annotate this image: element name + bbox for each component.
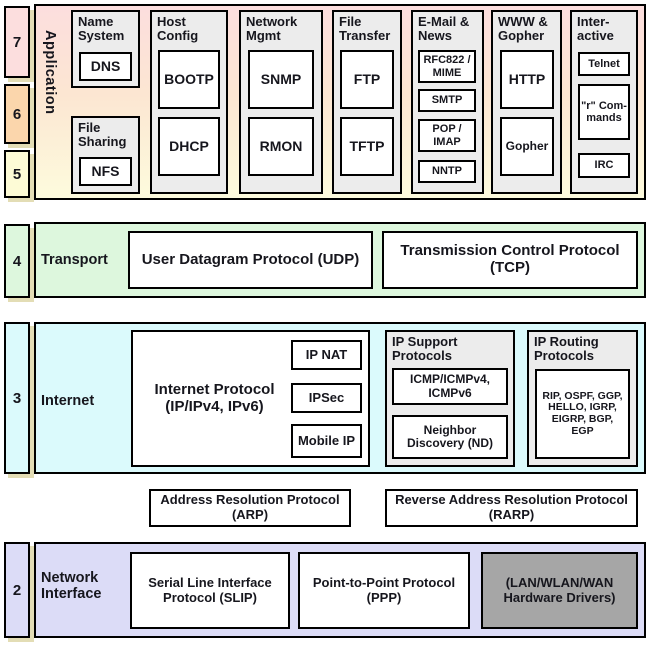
protocol-bootp[interactable]: BOOTP bbox=[158, 50, 220, 109]
protocol-udp[interactable]: User Datagram Protocol (UDP) bbox=[128, 231, 373, 289]
protocol-smtp[interactable]: SMTP bbox=[418, 89, 476, 112]
layer-number-3: 3 bbox=[4, 322, 30, 474]
internet-layer-label: Internet bbox=[41, 393, 95, 409]
group-name-system-title: Name System bbox=[78, 14, 125, 44]
protocol-dns[interactable]: DNS bbox=[79, 52, 132, 81]
protocol-http[interactable]: HTTP bbox=[500, 50, 554, 109]
layer-number-2-label: 2 bbox=[12, 581, 22, 599]
group-file-transfer-title: File Transfer bbox=[339, 14, 391, 44]
protocol-ip-nat[interactable]: IP NAT bbox=[291, 340, 362, 370]
group-www-gopher-title: WWW & Gopher bbox=[498, 14, 548, 44]
application-layer-label: Application bbox=[42, 30, 58, 115]
protocol-ipsec[interactable]: IPSec bbox=[291, 383, 362, 413]
transport-layer-label: Transport bbox=[41, 252, 108, 268]
protocol-r-commands[interactable]: "r" Com-mands bbox=[578, 84, 630, 140]
layer-number-6: 6 bbox=[4, 84, 30, 144]
group-ip-support-protocols-title: IP Support Protocols bbox=[392, 334, 458, 364]
protocol-nfs[interactable]: NFS bbox=[79, 157, 132, 186]
protocol-rmon[interactable]: RMON bbox=[248, 117, 314, 176]
group-file-sharing-title: File Sharing bbox=[78, 120, 127, 150]
group-network-mgmt-title: Network Mgmt bbox=[246, 14, 298, 44]
protocol-nntp[interactable]: NNTP bbox=[418, 160, 476, 183]
protocol-slip[interactable]: Serial Line Interface Protocol (SLIP) bbox=[130, 552, 290, 629]
protocol-irc[interactable]: IRC bbox=[578, 153, 630, 178]
layer-number-6-label: 6 bbox=[12, 105, 22, 123]
protocol-rarp[interactable]: Reverse Address Resolution Protocol (RAR… bbox=[385, 489, 638, 527]
group-interactive-title: Inter-active bbox=[577, 14, 614, 44]
protocol-ppp[interactable]: Point-to-Point Protocol (PPP) bbox=[298, 552, 470, 629]
protocol-gopher[interactable]: Gopher bbox=[500, 117, 554, 176]
layer-number-4: 4 bbox=[4, 224, 30, 298]
group-ip-routing-protocols-title: IP Routing Protocols bbox=[534, 334, 599, 364]
protocol-icmp[interactable]: ICMP/ICMPv4, ICMPv6 bbox=[392, 368, 508, 405]
layer-number-2: 2 bbox=[4, 542, 30, 638]
protocol-routing-list[interactable]: RIP, OSPF, GGP, HELLO, IGRP, EIGRP, BGP,… bbox=[535, 369, 630, 459]
network-interface-layer-label: Network Interface bbox=[41, 570, 102, 603]
protocol-tftp[interactable]: TFTP bbox=[340, 117, 394, 176]
layer-number-7-label: 7 bbox=[12, 33, 22, 51]
protocol-telnet[interactable]: Telnet bbox=[578, 52, 630, 76]
layer-number-5: 5 bbox=[4, 150, 30, 198]
layer-number-5-label: 5 bbox=[12, 165, 22, 183]
protocol-mobile-ip[interactable]: Mobile IP bbox=[291, 424, 362, 458]
group-email-news-title: E-Mail & News bbox=[418, 14, 470, 44]
layer-number-3-label: 3 bbox=[12, 389, 22, 407]
protocol-ftp[interactable]: FTP bbox=[340, 50, 394, 109]
group-host-config-title: Host Config bbox=[157, 14, 199, 44]
protocol-rfc822-mime[interactable]: RFC822 / MIME bbox=[418, 50, 476, 83]
protocol-neighbor-discovery[interactable]: Neighbor Discovery (ND) bbox=[392, 415, 508, 459]
protocol-pop-imap[interactable]: POP / IMAP bbox=[418, 119, 476, 152]
layer-number-4-label: 4 bbox=[12, 252, 22, 270]
protocol-arp[interactable]: Address Resolution Protocol (ARP) bbox=[149, 489, 351, 527]
layer-number-7: 7 bbox=[4, 6, 30, 78]
protocol-snmp[interactable]: SNMP bbox=[248, 50, 314, 109]
protocol-tcp[interactable]: Transmission Control Protocol (TCP) bbox=[382, 231, 638, 289]
protocol-dhcp[interactable]: DHCP bbox=[158, 117, 220, 176]
protocol-hardware-drivers[interactable]: (LAN/WLAN/WAN Hardware Drivers) bbox=[481, 552, 638, 629]
